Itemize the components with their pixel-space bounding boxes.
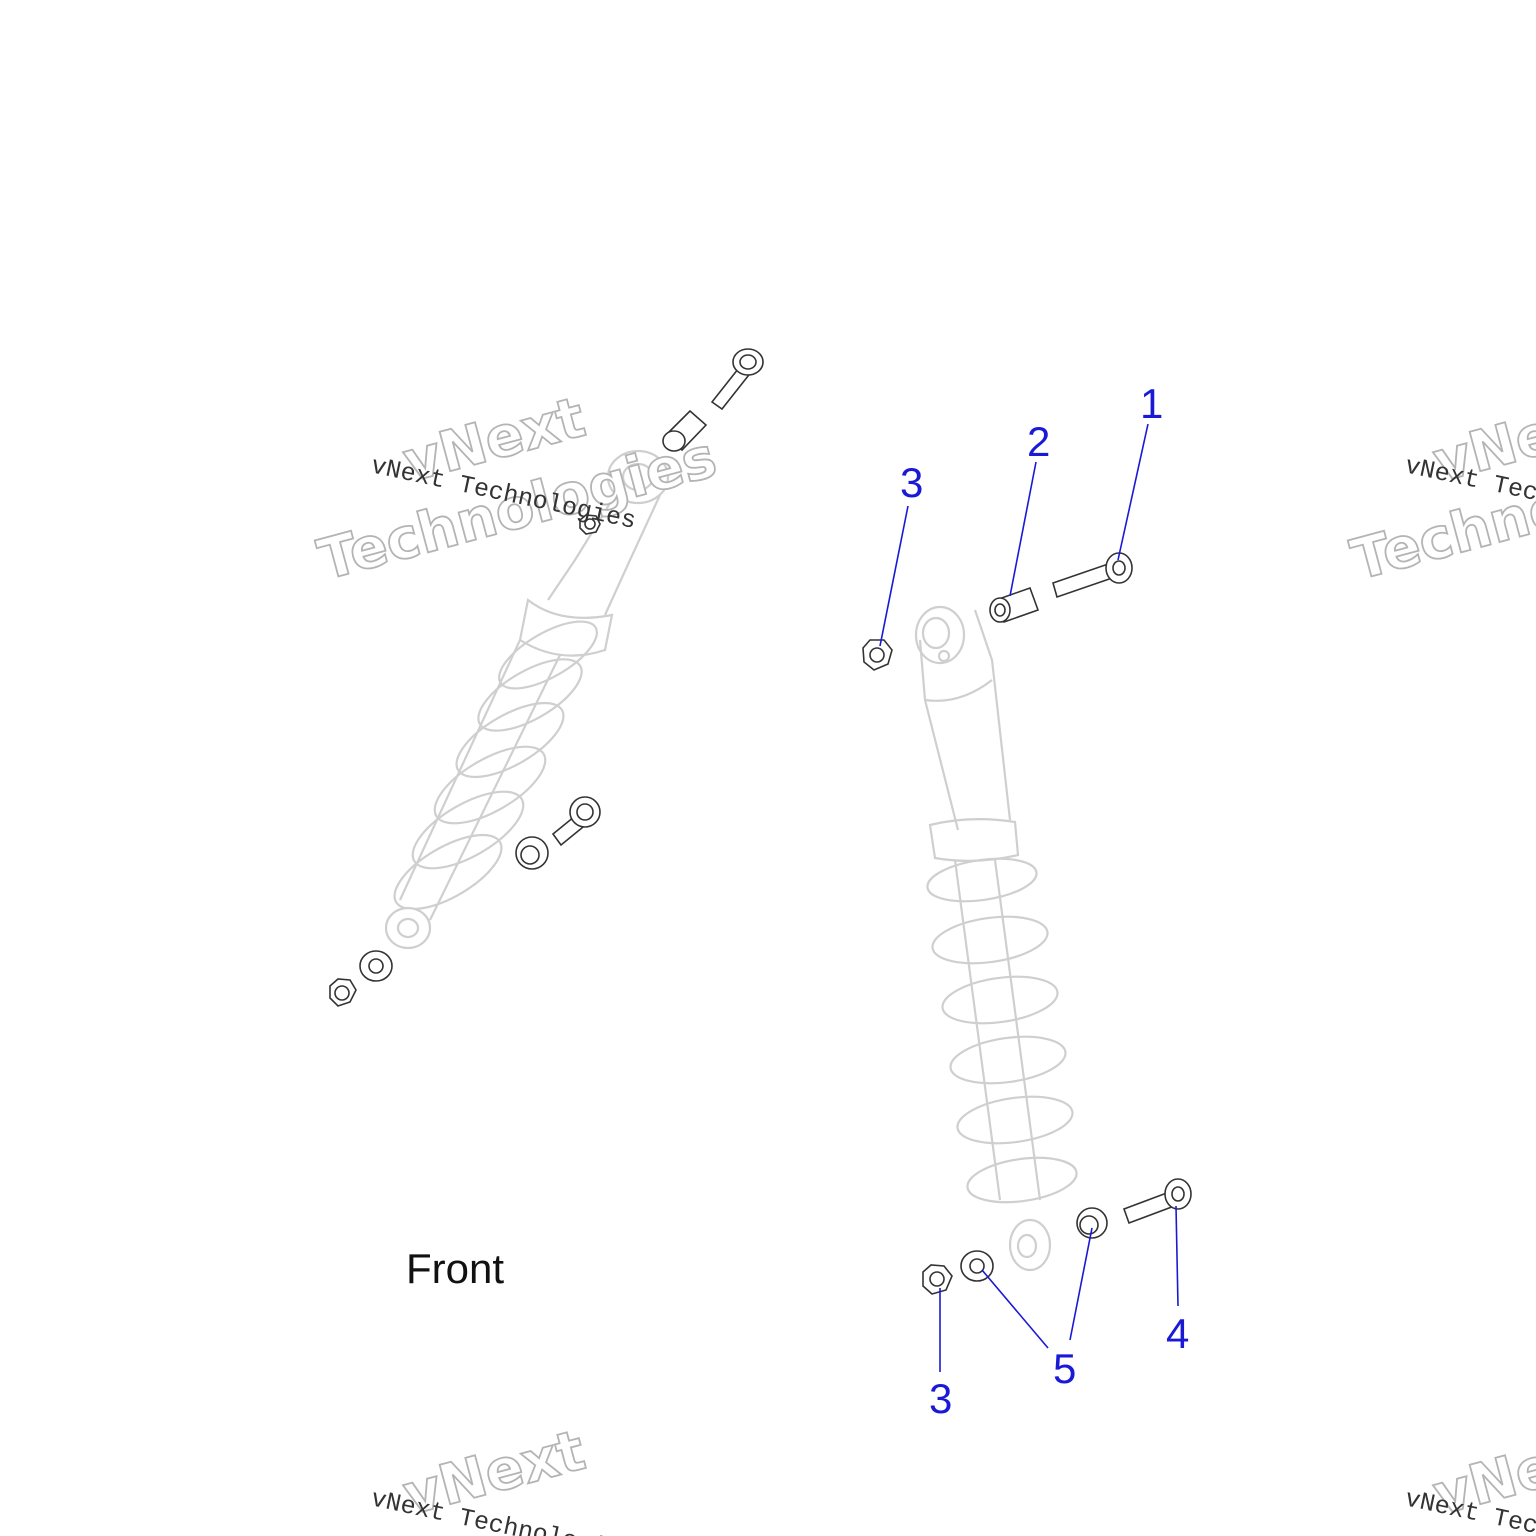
callout-2: 2 — [1027, 418, 1050, 465]
callout-5: 5 — [1053, 1345, 1076, 1392]
watermark-bottom-right: vNext vNext Technologies — [1402, 1417, 1536, 1536]
left-upper-nut — [579, 514, 601, 535]
left-upper-sleeve — [662, 409, 708, 452]
left-shock-assembly — [329, 348, 764, 1007]
lower-nut-part-3 — [922, 1264, 953, 1295]
left-lower-bolt — [551, 796, 601, 847]
upper-bolt-part-1 — [1052, 552, 1133, 599]
watermark-top-right: vNext Technologies vNext Technologies — [1344, 384, 1536, 594]
right-shock-body — [914, 605, 1078, 1272]
callout-3-lower: 3 — [929, 1375, 952, 1422]
watermark-bottom-left: vNext vNext Technologies — [368, 1417, 638, 1536]
upper-nut-part-3 — [862, 639, 893, 671]
left-upper-bolt — [710, 348, 764, 411]
callout-1: 1 — [1140, 380, 1163, 427]
callout-3-upper: 3 — [900, 459, 923, 506]
callout-4: 4 — [1166, 1310, 1189, 1357]
leader-lines — [879, 423, 1179, 1372]
left-lower-bushing — [515, 836, 549, 870]
left-shock-body — [384, 449, 670, 950]
left-lower-washer — [359, 950, 393, 982]
right-shock-assembly — [862, 552, 1192, 1295]
view-label-front: Front — [406, 1245, 504, 1292]
lower-bushing-part-5 — [1076, 1207, 1108, 1239]
left-lower-nut — [329, 978, 357, 1007]
watermark-top-left: vNext Technologies vNext Technologies — [311, 384, 724, 594]
lower-bolt-part-4 — [1122, 1178, 1192, 1225]
upper-sleeve-part-2 — [989, 586, 1040, 624]
